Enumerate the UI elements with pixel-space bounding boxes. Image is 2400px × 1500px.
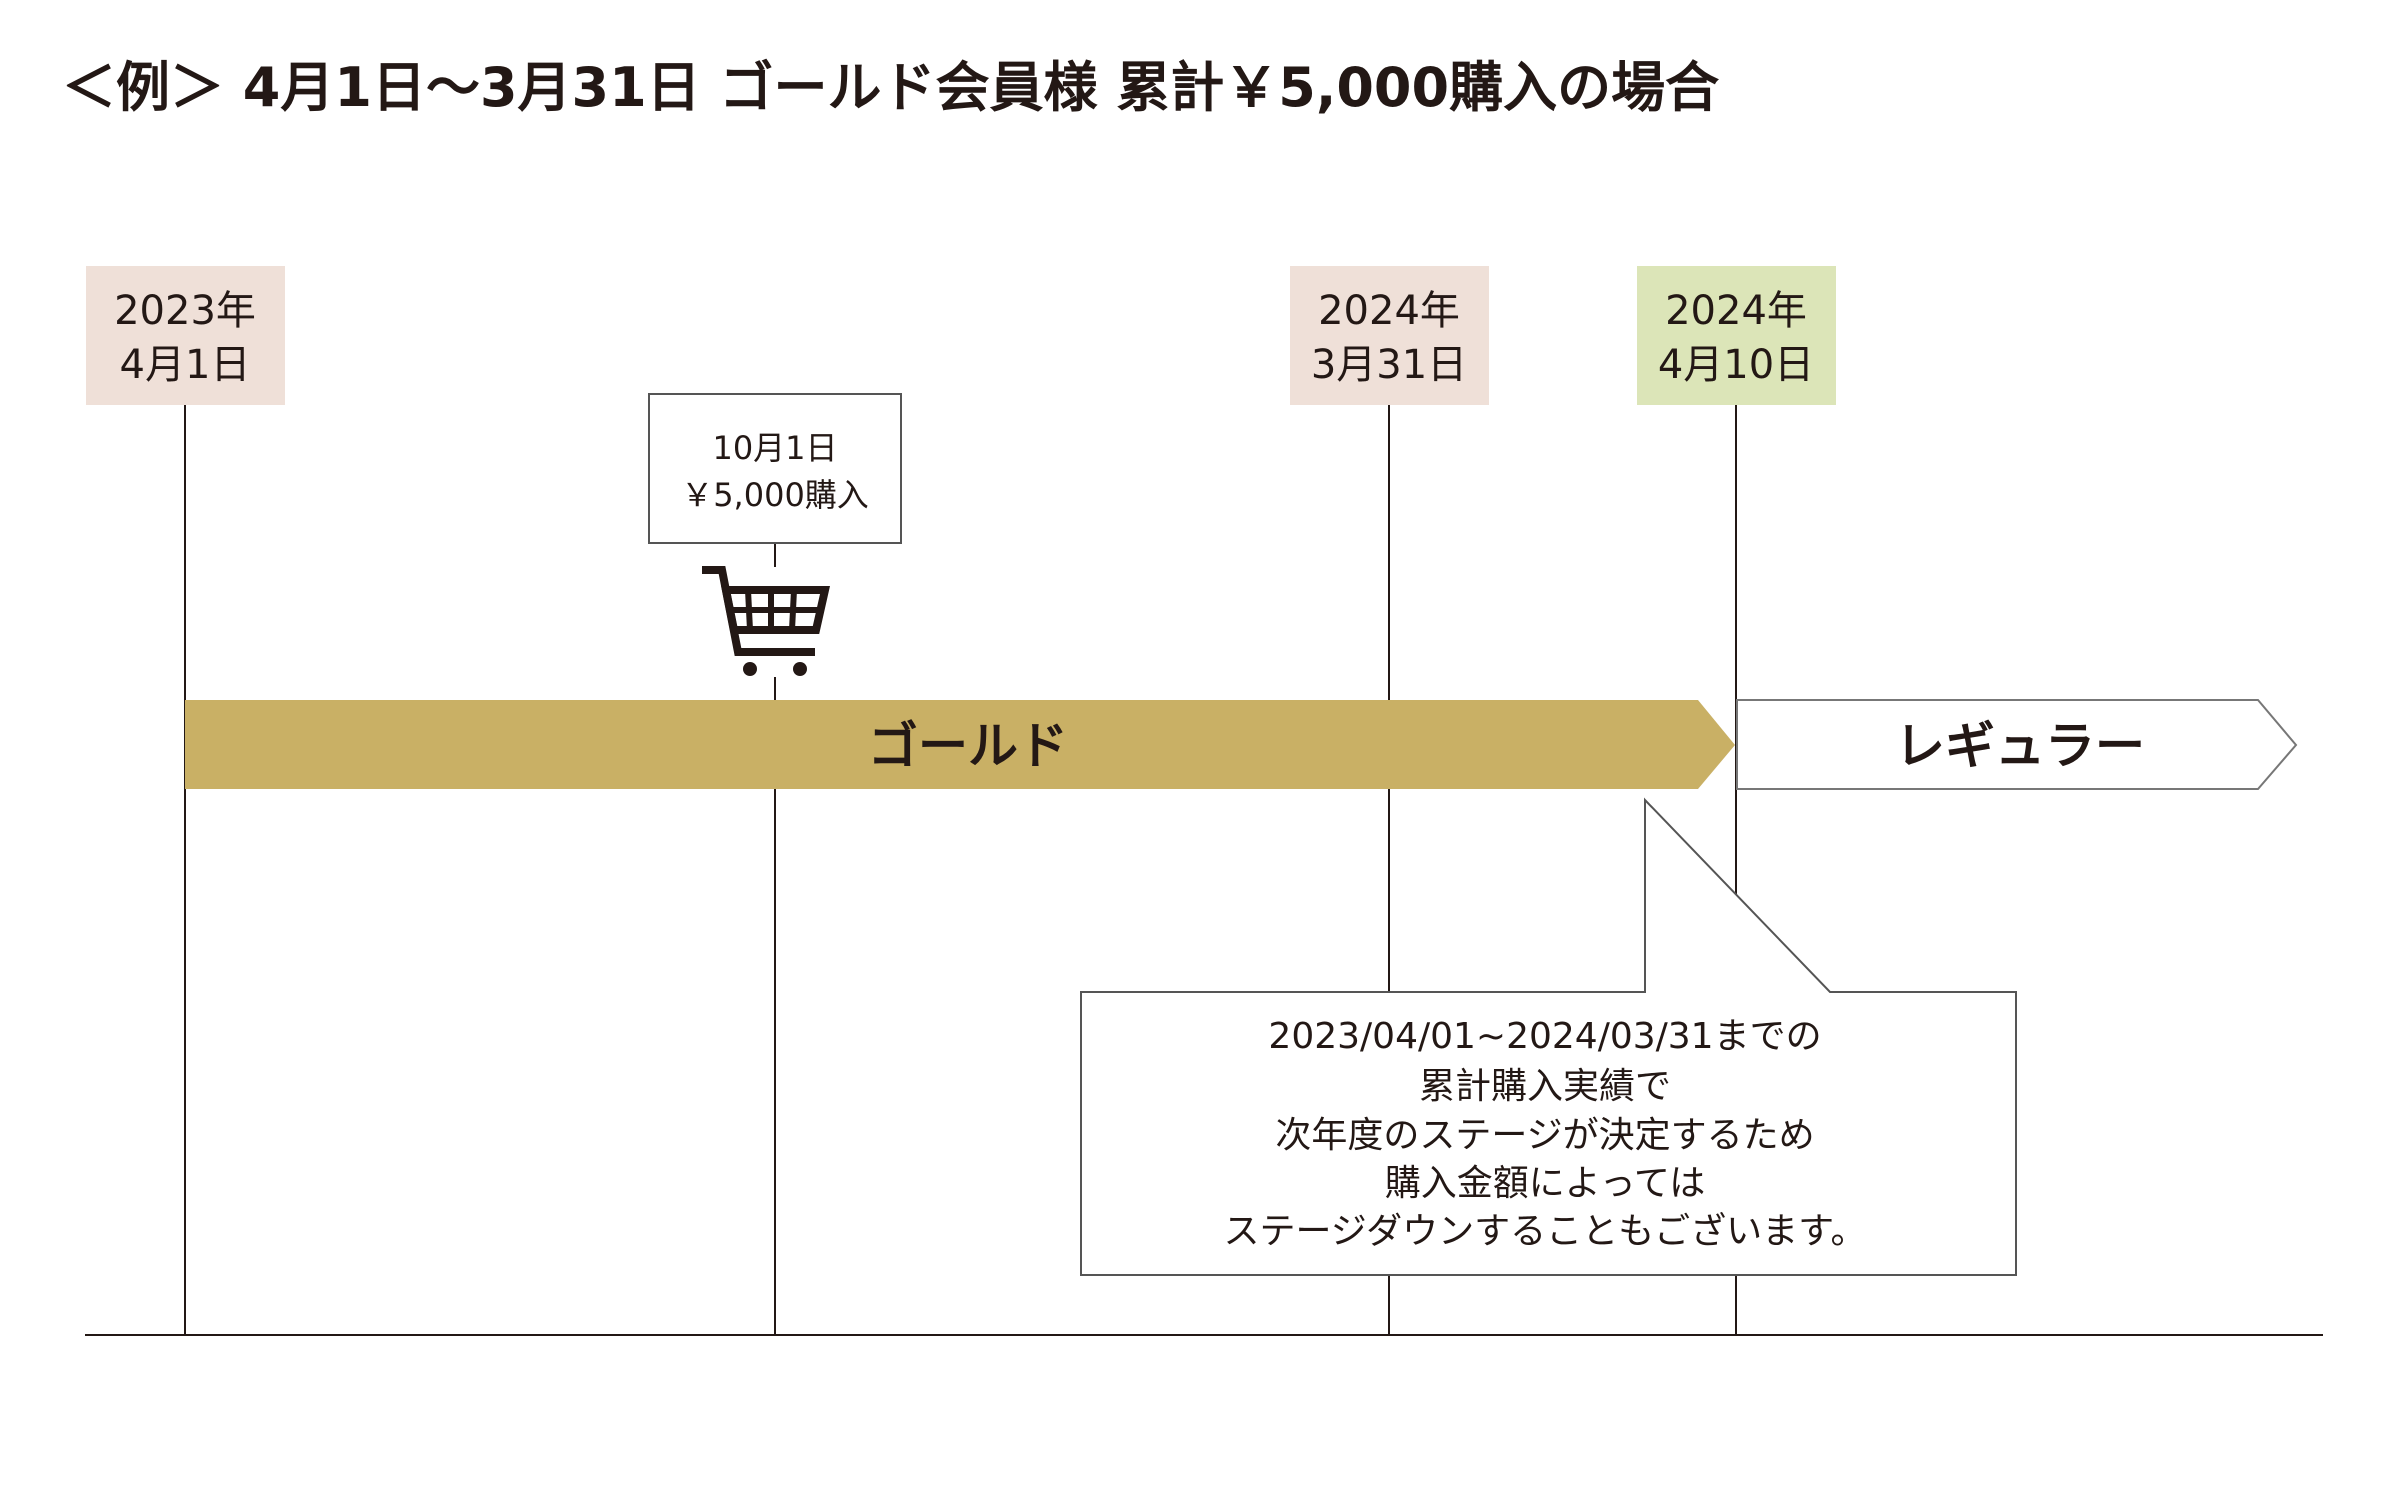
- date-label-start: 2023年 4月1日: [86, 266, 285, 405]
- gold-stage-bar: ゴールド: [185, 700, 1735, 789]
- note-line: 次年度のステージが決定するため: [1275, 1115, 1814, 1156]
- purchase-amount: ￥5,000購入: [681, 476, 869, 514]
- date-year: 2024年: [1318, 288, 1460, 334]
- date-day: 4月1日: [120, 342, 251, 388]
- date-label-decision: 2024年 4月10日: [1637, 266, 1836, 405]
- note-line: 2023/04/01~2024/03/31までの: [1268, 1016, 1821, 1057]
- regular-stage-bar: レギュラー: [1736, 699, 2298, 790]
- date-year: 2023年: [114, 288, 256, 334]
- date-year: 2024年: [1665, 288, 1807, 334]
- date-label-bg: [1290, 266, 1489, 405]
- purchase-label: 10月1日 ￥5,000購入: [648, 393, 902, 544]
- date-label-bg: [86, 266, 285, 405]
- note-line: 累計購入実績で: [1419, 1066, 1671, 1107]
- shopping-cart-icon: [702, 566, 830, 677]
- note-line: ステージダウンすることもございます。: [1224, 1211, 1867, 1252]
- purchase-date: 10月1日: [712, 429, 837, 467]
- date-label-end: 2024年 3月31日: [1290, 266, 1489, 405]
- note-callout: 2023/04/01~2024/03/31までの 累計購入実績で 次年度のステー…: [1080, 797, 2017, 1276]
- note-line: 購入金額によっては: [1385, 1163, 1705, 1204]
- date-label-bg: [1637, 266, 1836, 405]
- purchase-box: [648, 393, 902, 544]
- page-title: ＜例＞ 4月1日〜3月31日 ゴールド会員様 累計￥5,000購入の場合: [62, 56, 1719, 119]
- regular-stage-label: レギュラー: [1895, 717, 2145, 775]
- date-day: 3月31日: [1311, 342, 1467, 388]
- date-day: 4月10日: [1658, 342, 1814, 388]
- gold-stage-label: ゴールド: [868, 717, 1068, 775]
